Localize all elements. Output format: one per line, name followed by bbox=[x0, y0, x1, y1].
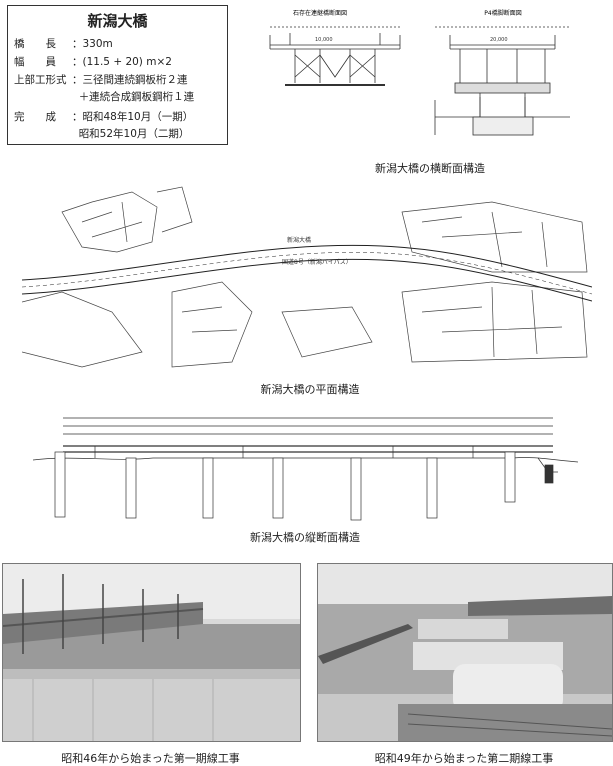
info-label: 上部工形式 bbox=[14, 74, 67, 86]
cross-left-section: 10,000 bbox=[269, 26, 401, 86]
svg-text:20,000: 20,000 bbox=[490, 37, 508, 43]
info-label: 幅 員 bbox=[14, 56, 56, 68]
info-value: 昭和48年10月（一期） bbox=[82, 111, 194, 123]
plan-caption: 新潟大橋の平面構造 bbox=[260, 383, 360, 396]
plan-road bbox=[22, 244, 592, 302]
cross-right-title: P4橋脚断面図 bbox=[484, 9, 521, 17]
info-row-length: 橋 長：330m bbox=[14, 38, 113, 50]
info-row-structure: 上部工形式：三径間連続鋼板桁２連 bbox=[14, 74, 188, 86]
info-row-width: 幅 員：(11.5 + 20) m×2 bbox=[14, 56, 172, 68]
longitudinal-drawing bbox=[33, 417, 578, 521]
cross-right-section: 20,000 bbox=[434, 26, 570, 136]
cross-section-drawing: 石存在連継橋断面図 P4橋脚断面図 10,000 20,000 bbox=[269, 9, 570, 136]
photo-phase-one-construction bbox=[2, 563, 301, 742]
photo-left-caption: 昭和46年から始まった第一期線工事 bbox=[61, 752, 240, 765]
info-row-structure-cont: ＋連続合成鋼板鋼桁１連 bbox=[14, 90, 195, 104]
photo-right-caption: 昭和49年から始まった第二期線工事 bbox=[374, 752, 554, 765]
info-value: ＋連続合成鋼板鋼桁１連 bbox=[78, 91, 195, 103]
info-value: 昭和52年10月（二期） bbox=[78, 128, 190, 140]
info-value: 三径間連続鋼板桁２連 bbox=[82, 74, 188, 86]
info-row-completion: 完 成：昭和48年10月（一期） bbox=[14, 111, 194, 123]
cross-section-caption: 新潟大橋の横断面構造 bbox=[375, 162, 485, 175]
plan-label-road: 国道8号（新潟バイパス） bbox=[282, 258, 352, 266]
bridge-name-title: 新潟大橋 bbox=[87, 12, 148, 30]
longitudinal-section bbox=[33, 417, 578, 521]
info-value: (11.5 + 20) m×2 bbox=[82, 56, 172, 68]
plan-surroundings bbox=[22, 186, 588, 368]
plan-label-bridge: 新潟大橋 bbox=[287, 236, 311, 244]
info-label: 完 成 bbox=[14, 111, 56, 123]
info-value: 330m bbox=[82, 38, 113, 50]
info-label: 橋 長 bbox=[14, 38, 56, 50]
photo-phase-two-construction bbox=[317, 563, 613, 742]
info-row-completion-cont: 昭和52年10月（二期） bbox=[14, 127, 190, 141]
plan-drawing: 新潟大橋 国道8号（新潟バイパス） bbox=[22, 186, 592, 368]
longitudinal-caption: 新潟大橋の縦断面構造 bbox=[250, 531, 360, 544]
bridge-info-box: 新潟大橋 橋 長：330m 幅 員：(11.5 + 20) m×2 上部工形式：… bbox=[7, 5, 228, 145]
svg-text:10,000: 10,000 bbox=[315, 37, 333, 43]
cross-left-title: 石存在連継橋断面図 bbox=[293, 9, 347, 17]
